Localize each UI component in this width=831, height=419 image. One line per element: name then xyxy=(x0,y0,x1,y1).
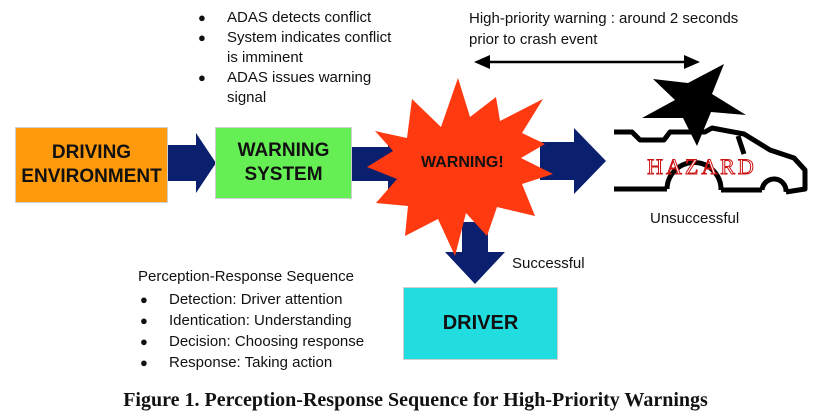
system-step-item: ADAS issues warning signal xyxy=(196,68,406,108)
high-priority-warning-note: High-priority warning : around 2 seconds… xyxy=(469,10,739,48)
arrow-driving-to-warning-system xyxy=(168,133,216,193)
warning-system-box: WARNING SYSTEM xyxy=(215,127,352,199)
warning-burst-label: WARNING! xyxy=(421,154,504,171)
perception-response-item: Response: Taking action xyxy=(138,352,398,373)
system-step-item: System indicates conflict is imminent xyxy=(196,28,406,68)
driving-environment-box: DRIVING ENVIRONMENT xyxy=(15,127,168,203)
warning-system-label: WARNING SYSTEM xyxy=(237,140,330,185)
successful-label: Successful xyxy=(512,255,585,272)
double-headed-arrow-icon xyxy=(474,55,700,69)
hazard-label: HAZARD xyxy=(647,154,757,179)
driver-box: DRIVER xyxy=(403,287,558,360)
arrow-burst-to-driver xyxy=(445,222,505,284)
perception-response-title: Perception-Response Sequence xyxy=(138,268,354,285)
unsuccessful-label: Unsuccessful xyxy=(650,210,740,227)
perception-response-item: Detection: Driver attention xyxy=(138,289,398,310)
perception-response-item: Decision: Choosing response xyxy=(138,331,398,352)
driver-label: DRIVER xyxy=(442,312,519,334)
warning-burst-shape xyxy=(367,78,553,256)
arrow-burst-to-hazard xyxy=(540,128,606,194)
driving-environment-label: DRIVING ENVIRONMENT xyxy=(21,142,162,187)
perception-response-list: Detection: Driver attention Identication… xyxy=(138,289,398,373)
system-steps-list: ADAS detects conflict System indicates c… xyxy=(196,8,406,108)
figure-caption: Figure 1. Perception-Response Sequence f… xyxy=(123,389,708,411)
black-star-icon xyxy=(642,64,746,146)
crashed-car-outline-icon xyxy=(614,125,808,195)
system-step-item: ADAS detects conflict xyxy=(196,8,406,28)
perception-response-item: Identication: Understanding xyxy=(138,310,398,331)
